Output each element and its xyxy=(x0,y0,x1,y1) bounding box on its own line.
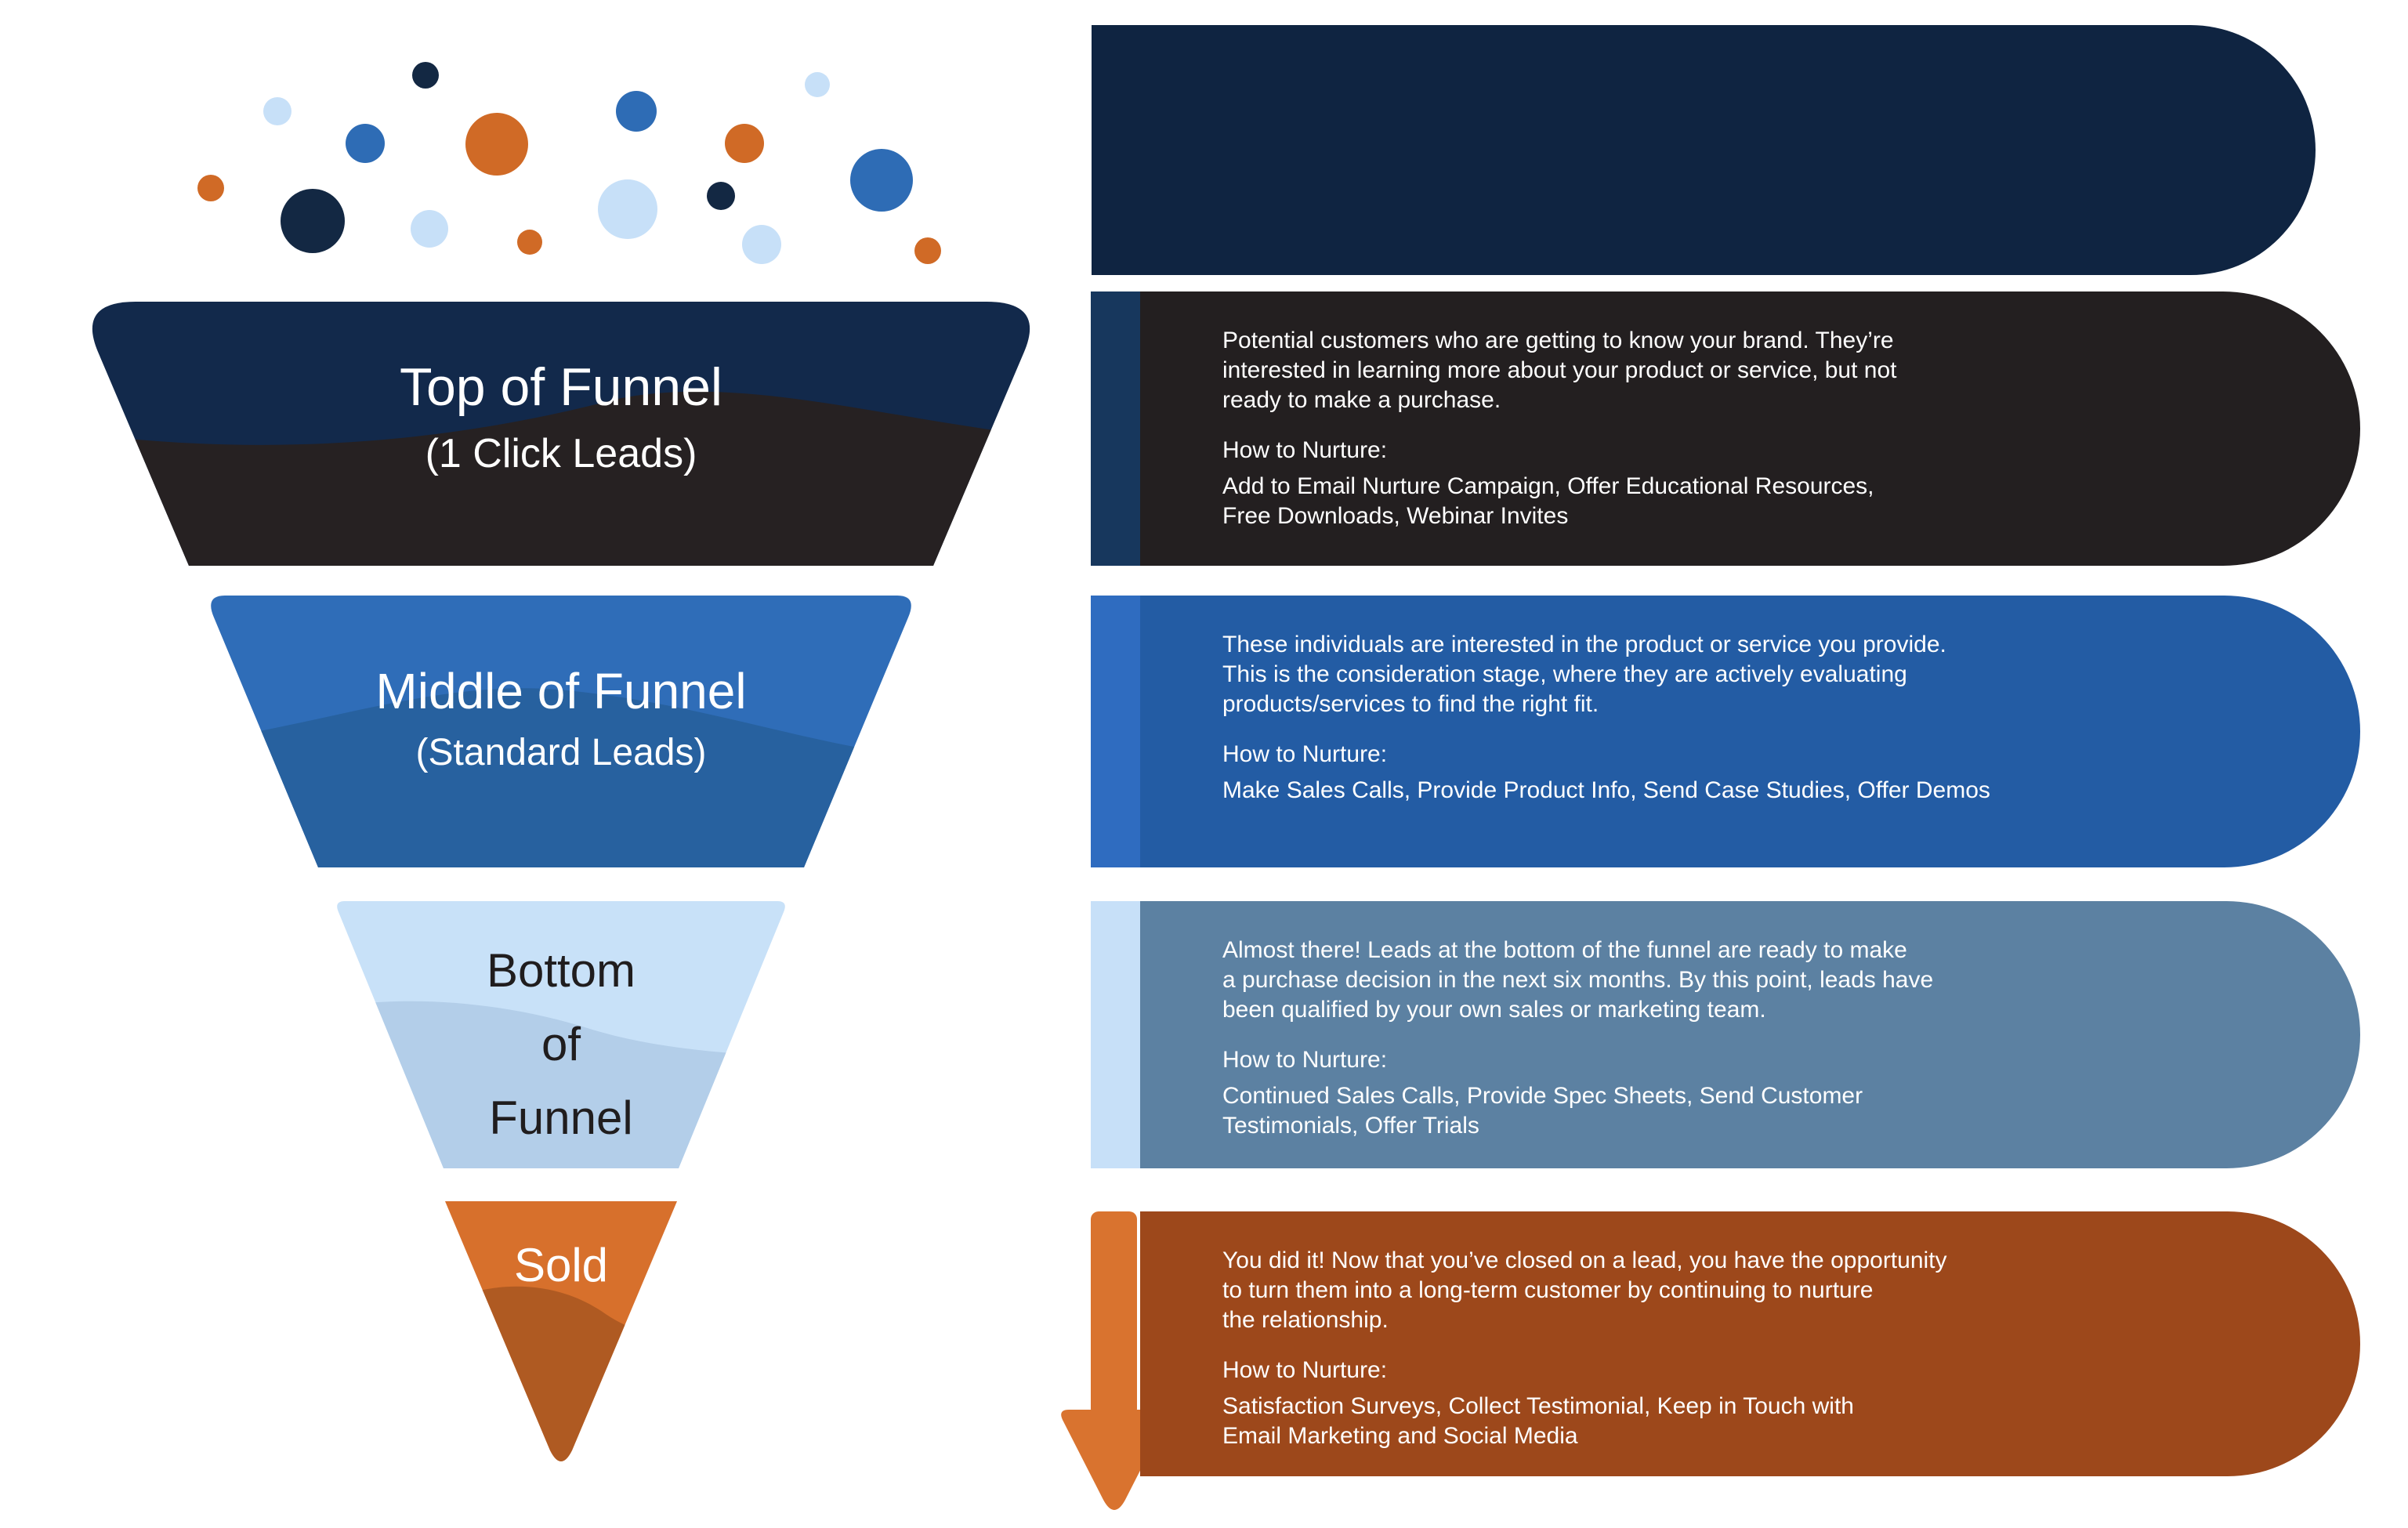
decorative-dot xyxy=(411,210,448,248)
stage-description: Almost there! Leads at the bottom of the… xyxy=(1222,937,1934,1023)
nurture-label: How to Nurture: xyxy=(1222,437,1388,463)
decorative-dot xyxy=(197,175,224,201)
decorative-dot xyxy=(707,182,735,210)
nurture-label: How to Nurture: xyxy=(1222,1047,1388,1073)
nurture-label: How to Nurture: xyxy=(1222,1357,1388,1383)
stage-description: These individuals are interested in the … xyxy=(1222,632,1946,717)
stage-subtitle: (1 Click Leads) xyxy=(425,431,697,476)
decorative-dot xyxy=(914,237,941,264)
decorative-dot xyxy=(263,97,291,125)
decorative-dot xyxy=(412,62,439,89)
stage-title: Top of Funnel xyxy=(399,357,723,417)
decorative-dot xyxy=(725,124,764,163)
detail-card-sold: You did it! Now that you’ve closed on a … xyxy=(1140,1211,2360,1476)
decorative-dot xyxy=(281,189,345,253)
decorative-dot xyxy=(616,91,657,132)
nurture-methods: Make Sales Calls, Provide Product Info, … xyxy=(1222,777,1990,803)
funnel-stage-middle-shape xyxy=(211,596,911,867)
detail-card-top: Potential customers who are getting to k… xyxy=(1140,291,2360,566)
nurture-label: How to Nurture: xyxy=(1222,741,1388,767)
funnel-stage-sold-label: Sold xyxy=(445,1238,677,1292)
detail-card-middle: These individuals are interested in the … xyxy=(1140,596,2360,867)
decorative-dot xyxy=(346,124,385,163)
nurture-methods: Continued Sales Calls, Provide Spec Shee… xyxy=(1222,1083,1863,1139)
detail-accent-bar-top xyxy=(1091,291,1140,566)
decorative-dot xyxy=(805,72,830,97)
decorative-dot xyxy=(517,230,542,255)
stage-description: Potential customers who are getting to k… xyxy=(1222,328,1897,413)
decorative-dot xyxy=(742,225,781,264)
nurture-methods: Satisfaction Surveys, Collect Testimonia… xyxy=(1222,1393,1854,1449)
detail-card-bottom: Almost there! Leads at the bottom of the… xyxy=(1140,901,2360,1168)
funnel-stage-top-label: Top of Funnel (1 Click Leads) xyxy=(77,357,1045,477)
stage-subtitle: (Standard Leads) xyxy=(415,732,707,773)
stage-title: Sold xyxy=(513,1239,609,1291)
funnel-stage-bottom-label: Bottom of Funnel xyxy=(334,934,788,1155)
detail-accent-bar-bottom xyxy=(1091,901,1140,1168)
decorative-dot xyxy=(850,149,913,212)
funnel-stage-sold-shape xyxy=(445,1201,677,1461)
stage-title: Bottom of Funnel xyxy=(486,944,636,1144)
funnel-stage-top-shape xyxy=(92,302,1030,566)
decorative-dot xyxy=(598,179,657,239)
nurture-methods: Add to Email Nurture Campaign, Offer Edu… xyxy=(1222,473,1874,529)
funnel-stage-middle-label: Middle of Funnel (Standard Leads) xyxy=(205,662,918,774)
stage-description: You did it! Now that you’ve closed on a … xyxy=(1222,1247,1947,1333)
funnel-stage-bottom-shape xyxy=(337,901,785,1168)
decorative-dot xyxy=(465,113,528,176)
stage-title: Middle of Funnel xyxy=(375,663,747,719)
detail-accent-bar-middle xyxy=(1091,596,1140,867)
header-block xyxy=(1092,25,2316,275)
